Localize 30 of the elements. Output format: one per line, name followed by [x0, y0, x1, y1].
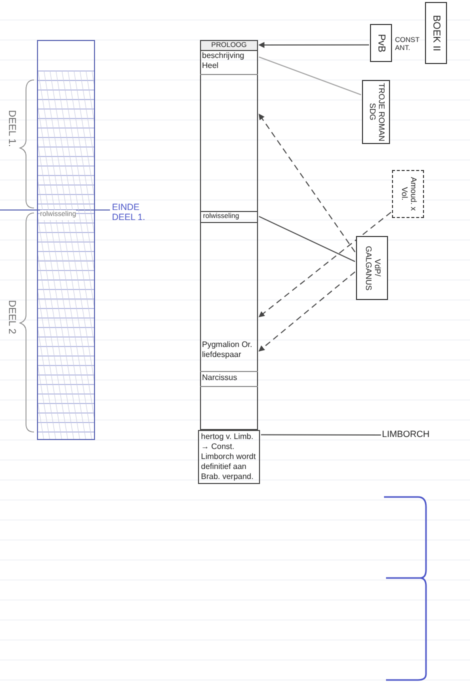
connector-line	[258, 42, 370, 48]
dashed-arrow	[258, 271, 356, 352]
section-label: hertog v. Limb. → Const. Limborch wordt definitief aan Brab. verpand.	[200, 431, 257, 483]
dashed-arrow	[258, 114, 356, 252]
dashed-arrow	[258, 212, 392, 318]
part-end-label: EINDE DEEL 1.	[112, 202, 146, 222]
section-box	[200, 51, 258, 75]
title-box	[356, 236, 388, 300]
box-label: VdP/ GALGANUS	[363, 244, 381, 292]
connector-line	[258, 216, 356, 262]
section-label: LIMBORCH	[382, 428, 431, 441]
section-box	[200, 211, 258, 223]
section-label: beschrijving Heel	[201, 51, 246, 71]
hatched-column	[37, 40, 95, 440]
title-box	[425, 2, 447, 64]
connector-line	[260, 434, 382, 436]
part-label: DEEL 1.	[5, 110, 18, 147]
section-box	[200, 40, 258, 51]
title-box	[392, 170, 424, 218]
box-label: BOEK II	[430, 14, 442, 52]
box-label: PvB	[376, 34, 386, 52]
section-label: Narcissus	[201, 372, 238, 384]
section-box	[200, 372, 258, 387]
chapter-column	[200, 40, 258, 430]
box-label: Amoud. x Vol.	[399, 176, 417, 213]
title-box	[362, 80, 390, 144]
connector-line	[258, 56, 362, 96]
part-label: DEEL 2	[5, 300, 18, 334]
box-label: TROJE ROMAN SDG	[367, 82, 385, 143]
section-label: Pygmalion Or. liefdespaar	[201, 339, 254, 360]
